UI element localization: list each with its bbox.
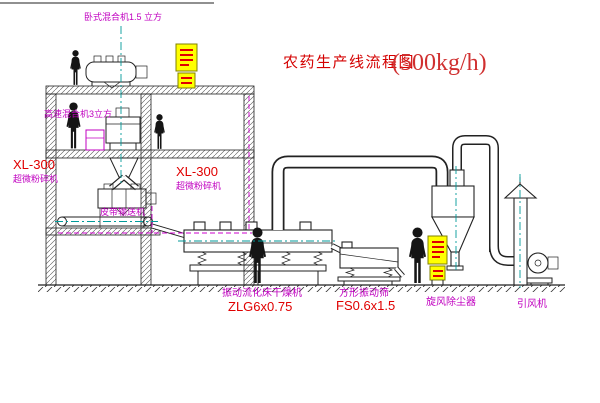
ground [38, 284, 565, 292]
column-left [45, 93, 57, 286]
label-cyclone: 旋风除尘器 [426, 295, 476, 308]
screen-inlet [341, 241, 353, 249]
mixer-body [85, 61, 137, 83]
panel-text-marks [432, 241, 444, 277]
stack-rain-cap [503, 183, 538, 199]
labels: 卧式混合机1.5 立方 高速混合机3立方 XL-300 超微粉碎机 XL-300… [13, 11, 547, 314]
dryer-inlet-chute-inner [151, 224, 187, 238]
control-panel-lower [427, 235, 448, 285]
fan-base [526, 277, 553, 284]
pulverizer-body [97, 188, 147, 209]
mixer-discharge-cone [102, 81, 122, 89]
control-panel-upper [175, 43, 198, 89]
fan-volute [527, 252, 549, 274]
main-duct-inner [273, 157, 447, 230]
fan-motor [547, 256, 559, 270]
operator-figure [408, 227, 427, 284]
panel-text-marks [180, 49, 193, 84]
exhaust-stack [503, 177, 538, 286]
dryer-spring [281, 251, 291, 266]
cyclone-flange [446, 265, 464, 271]
screen-outlet-spout-inner [394, 267, 405, 277]
drawing-title: 农药生产线流程图 [283, 54, 415, 71]
cyclone-separator [431, 169, 475, 271]
label-pulverizer-left-model: XL-300 [13, 157, 55, 172]
screen-spring [344, 267, 355, 278]
operator-figure [70, 50, 81, 85]
lower-platform-beam [45, 227, 161, 236]
control-cabinet-base [177, 72, 196, 89]
fan-inlet-elbow-inner [490, 245, 516, 265]
top-platform-beam [45, 85, 255, 95]
cyclone-body [431, 185, 475, 218]
pulverizer [97, 183, 157, 228]
label-screen-model: FS0.6x1.5 [336, 298, 395, 313]
pulverizer-motor [145, 192, 157, 205]
mixer-motor [135, 65, 148, 79]
screen-spring [382, 267, 393, 278]
screen-deck [339, 253, 399, 263]
screen-base [337, 276, 401, 282]
control-cabinet-box [175, 43, 198, 72]
label-screen-name: 方形振动筛 [339, 286, 389, 299]
hopper-cone [109, 157, 139, 178]
aux-unit [85, 129, 105, 151]
discharge-hopper [109, 157, 139, 191]
label-pulverizer-left-name: 超微粉碎机 [13, 173, 58, 184]
dryer-base-frame [189, 264, 327, 272]
dryer-spring [197, 251, 207, 266]
exhaust-duct [271, 135, 516, 266]
label-high-speed-mixer: 高速混合机3立方 [44, 108, 112, 119]
centerlines [55, 26, 521, 288]
mixer-nozzle [93, 55, 102, 63]
label-fan: 引风机 [517, 297, 547, 310]
label-horizontal-mixer: 卧式混合机1.5 立方 [84, 11, 162, 22]
control-cabinet-base [429, 265, 446, 281]
control-cabinet-box [427, 235, 448, 265]
dryer-spring [313, 251, 323, 266]
label-belt-conveyor: 皮带输送机 [100, 206, 145, 217]
dryer-port [299, 221, 312, 231]
label-pulverizer-center-name: 超微粉碎机 [176, 180, 221, 191]
high-speed-mixer [85, 107, 141, 151]
induced-draft-fan [526, 252, 559, 285]
mid-platform-beam [45, 149, 255, 159]
hs-mixer-body [105, 116, 141, 144]
horizontal-mixer [85, 55, 148, 89]
main-duct-outline [271, 155, 449, 230]
dryer-spring [237, 251, 247, 266]
fan-hub [534, 259, 542, 267]
pulverizer-discharge [115, 207, 131, 216]
mixer-nozzle [105, 55, 114, 63]
vibrating-screen [337, 241, 405, 285]
cyclone-vortex-tube [449, 169, 465, 188]
operator-figure [154, 114, 165, 149]
mixer-nozzle [117, 55, 126, 63]
y-chute-right-inner [122, 175, 139, 190]
cyclone-dipleg [450, 251, 460, 267]
drawing-title-capacity: (500kg/h) [392, 50, 487, 76]
stack-pipe [513, 197, 528, 286]
dryer-port [193, 221, 206, 231]
label-pulverizer-center-model: XL-300 [176, 164, 218, 179]
label-dryer-name: 振动流化床干燥机 [222, 286, 302, 299]
hs-mixer-motor [115, 107, 130, 118]
ground-hatch [38, 285, 565, 292]
dryer-port [219, 221, 232, 231]
cyclone-outlet-duct-inner [453, 136, 498, 252]
label-dryer-model: ZLG6x0.75 [228, 299, 292, 314]
